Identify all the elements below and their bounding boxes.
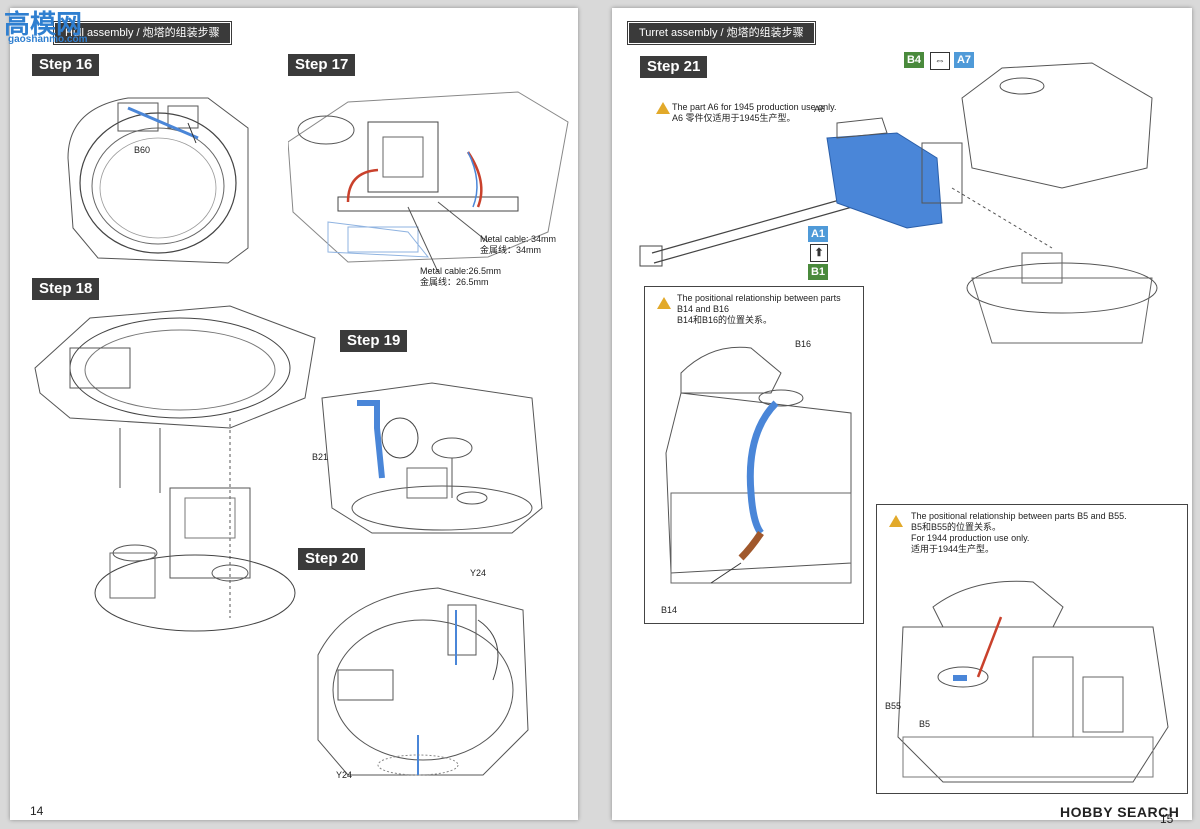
detail-b14-b16-drawing <box>665 346 852 584</box>
part-b55: B55 <box>885 701 902 711</box>
step-20-drawing <box>317 587 529 776</box>
warning-icon-b5 <box>889 515 903 527</box>
detail-b5-b55-drawing <box>897 580 1169 783</box>
step-21-label: Step 21 <box>640 56 708 78</box>
badge-a1: A1 <box>808 226 828 242</box>
note-a6: The part A6 for 1945 production use only… <box>672 102 837 123</box>
step-20-label: Step 20 <box>298 548 366 570</box>
watermark-logo-top-left: 高模网 <box>4 10 83 40</box>
page-number-right: 15 <box>1160 812 1174 826</box>
note-b5-b55: The positional relationship between part… <box>911 511 1127 554</box>
step-16-label: Step 16 <box>32 54 100 76</box>
page-number-left: 14 <box>30 804 44 818</box>
detail-b14-b16-frame: The positional relationship between part… <box>644 286 864 624</box>
step-16-drawing <box>67 97 249 264</box>
step-19-drawing <box>321 382 543 534</box>
part-y24-top: Y24 <box>470 568 487 578</box>
watermark-url-top-left: gaoshanmo.com <box>8 34 88 45</box>
step-21-main-drawing <box>639 62 1158 344</box>
turret-assembly-header: Turret assembly / 炮塔的组装步骤 <box>627 21 816 45</box>
right-page: Turret assembly / 炮塔的组装步骤 Step 21 The pa… <box>612 8 1192 826</box>
hull-assembly-header: Hull assembly / 炮塔的组装步骤 <box>53 21 232 45</box>
part-b5: B5 <box>919 719 931 729</box>
part-b60: B60 <box>134 145 151 155</box>
step-18-drawing <box>34 305 316 632</box>
detail-b5-b55-frame: The positional relationship between part… <box>876 504 1188 794</box>
callout-cable-265: Metal cable:26.5mm 金属线：26.5mm <box>420 266 502 287</box>
warning-icon <box>656 102 670 114</box>
badge-b1: B1 <box>808 264 828 280</box>
badge-a7: A7 <box>954 52 974 68</box>
step-17-drawing <box>288 91 569 272</box>
part-b14: B14 <box>661 605 678 615</box>
warning-icon-b14 <box>657 297 671 309</box>
note-b14-b16: The positional relationship between part… <box>677 293 841 325</box>
part-b16: B16 <box>795 339 812 349</box>
watermark-hobbysearch: HOBBY SEARCH <box>1060 804 1180 820</box>
step-18-label: Step 18 <box>32 278 100 300</box>
step-19-label: Step 19 <box>340 330 408 352</box>
step-17-label: Step 17 <box>288 54 356 76</box>
part-y24-bottom: Y24 <box>336 770 353 780</box>
part-b21: B21 <box>312 452 329 462</box>
callout-cable-34: Metal cable: 34mm 金属线：34mm <box>480 234 557 255</box>
swap-arrows-icon: ⇔ <box>930 52 950 70</box>
part-a6: A6 <box>814 104 826 114</box>
up-arrow-icon: ⬆ <box>810 244 828 262</box>
badge-b4: B4 <box>904 52 924 68</box>
left-page: Hull assembly / 炮塔的组装步骤 Step 16 B60 Step… <box>10 8 578 820</box>
